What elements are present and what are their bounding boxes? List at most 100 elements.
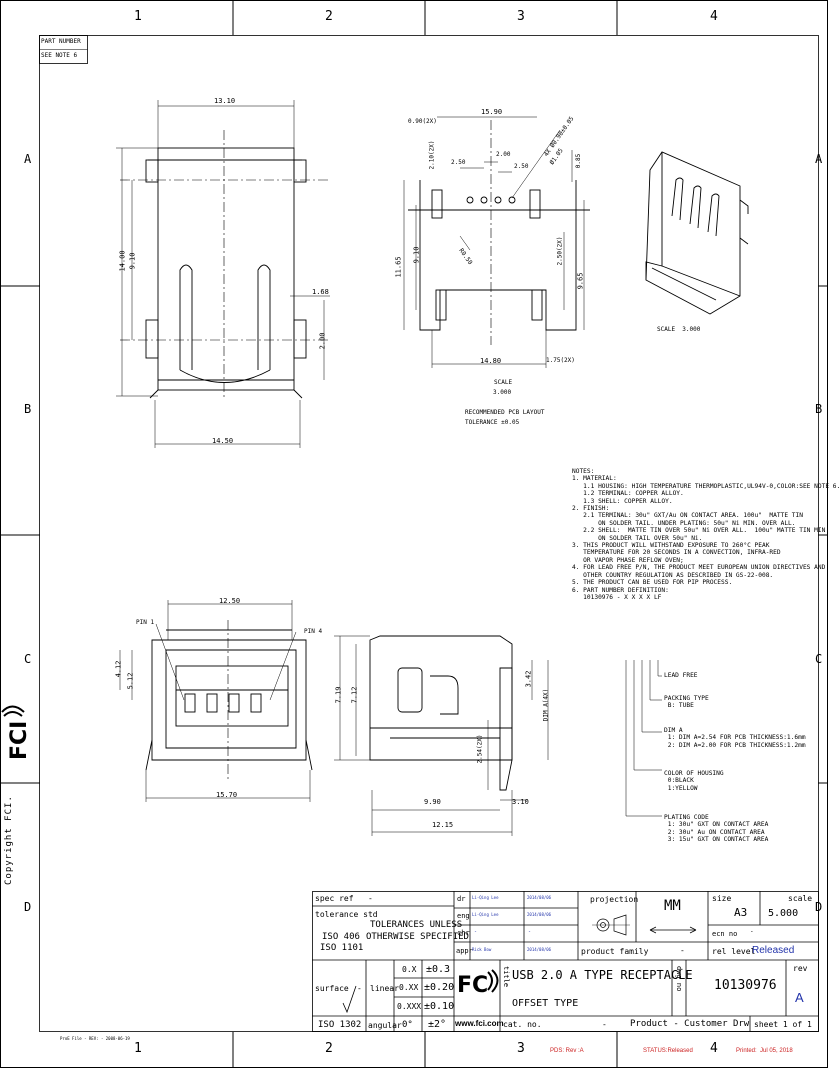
angular-label: angular <box>368 1021 402 1030</box>
dr-label: dr <box>457 895 466 903</box>
dim-side-a: DIM A(4X) <box>542 688 550 722</box>
footer-pds: PDS: Rev :A <box>550 1048 584 1054</box>
pcb-scale-label: SCALE <box>494 379 513 386</box>
dim-side-990: 9.90 <box>424 798 441 806</box>
cat-label: cat. no. <box>503 1020 542 1029</box>
scale-label: scale <box>788 894 813 903</box>
eng-name: Li-Qing Lee <box>472 912 499 917</box>
row-label-d: D <box>24 900 32 914</box>
pin1-label: PIN 1 <box>136 619 155 626</box>
dim-side-1215: 12.15 <box>432 821 454 829</box>
dim-side-310: 3.10 <box>512 798 529 806</box>
product-family-value: - <box>680 946 685 955</box>
tol-x3: 0.XXX <box>397 1002 422 1011</box>
isometric-view-drawing <box>645 151 749 315</box>
row-label-b: B <box>24 402 32 416</box>
footer-status: STATUS:Released <box>643 1048 693 1054</box>
cat-value: - <box>602 1020 607 1029</box>
title-block-grid <box>312 891 819 1032</box>
dwg-number: 10130976 <box>714 978 777 993</box>
surface-label: surface <box>315 984 349 993</box>
sheet-label: sheet 1 of 1 <box>754 1020 812 1029</box>
note-lead-free: LEAD FREE <box>664 672 698 679</box>
dim-pcb-1590: 15.90 <box>481 108 503 116</box>
iso-scale: SCALE 3.000 <box>657 326 701 333</box>
dim-top-tab2: 2.00 <box>318 332 327 350</box>
pcb-caption2: TOLERANCE ±0.05 <box>465 419 520 426</box>
row-label-c: C <box>24 652 32 666</box>
footer-printed: Printed: Jul 05, 2018 <box>736 1048 793 1054</box>
dim-pcb-250b: 2.50 <box>514 163 529 170</box>
dim-pcb-090: 0.90(2X) <box>408 118 437 125</box>
row-label-a: A <box>24 152 32 166</box>
col-label-bottom-1: 1 <box>134 1041 142 1056</box>
dim-top-width: 13.10 <box>214 97 236 105</box>
dim-pcb-085: 0.85 <box>575 153 583 169</box>
row-label-right-c: C <box>815 652 823 666</box>
linear-label: linear <box>370 984 399 993</box>
part-number-leaders <box>625 660 662 817</box>
eng-date: 2014/08/06 <box>527 912 552 917</box>
title-line1: USB 2.0 A TYPE RECEPTACLE <box>512 968 693 982</box>
pcb-scale-value: 3.000 <box>493 389 512 396</box>
dr-name: Li-Qing Lee <box>472 895 499 900</box>
rel-level-label: rel level <box>712 947 756 956</box>
dim-pcb-250c: 2.50(2X) <box>556 236 564 266</box>
surface-value: - <box>357 984 362 993</box>
tol-std-label: tolerance std <box>315 910 378 919</box>
dim-pcb-210: 2.10(2X) <box>428 140 436 170</box>
angular-0: 0° <box>402 1020 413 1030</box>
ecn-label: ecn no <box>712 930 738 938</box>
note-plating: PLATING CODE 1: 30u" GXT ON CONTACT AREA… <box>664 814 769 844</box>
front-view-drawing <box>119 600 313 802</box>
appr-name: Rick Bow <box>472 947 492 952</box>
units-label: MM <box>664 898 681 914</box>
size-label: size <box>712 894 732 903</box>
dim-top-bottom: 14.50 <box>212 437 234 445</box>
pcb-layout-drawing <box>403 116 590 368</box>
dim-pcb-910: 9.10 <box>412 246 421 264</box>
chr-name: - <box>474 929 478 935</box>
ecn-value: - <box>750 928 754 935</box>
col-label-2: 2 <box>325 9 333 24</box>
rev-label: rev <box>793 964 808 973</box>
top-view-drawing <box>116 100 330 448</box>
col-label-bottom-4: 4 <box>710 1041 718 1056</box>
note-packing: PACKING TYPE B: TUBE <box>664 695 709 710</box>
tol-title2: OTHERWISE SPECIFIED <box>366 932 469 942</box>
dim-top-height: 14.00 <box>118 250 127 272</box>
col-label-bottom-2: 2 <box>325 1041 333 1056</box>
note-dim-a: DIM A 1: DIM A=2.54 FOR PCB THICKNESS:1.… <box>664 727 806 749</box>
dim-pcb-1480: 14.80 <box>480 357 502 365</box>
pin4-label: PIN 4 <box>304 628 323 635</box>
dim-pcb-1165: 11.65 <box>394 256 403 278</box>
col-label-bottom-3: 3 <box>517 1041 525 1056</box>
dim-pcb-965: 9.65 <box>576 272 585 290</box>
doc-type: Product - Customer Drw <box>630 1019 750 1029</box>
dim-front-width: 12.50 <box>219 597 241 605</box>
iso1101: ISO 1101 <box>320 943 364 953</box>
product-family-label: product family <box>581 947 649 956</box>
svg-text:FCI: FCI <box>7 721 32 760</box>
fci-logo-vertical: FCI <box>1 705 32 760</box>
see-note-label: SEE NOTE 6 <box>41 52 78 59</box>
rel-level-value: Released <box>752 945 795 956</box>
tol-t3: ±0.10 <box>424 1001 455 1012</box>
svg-text:FC: FC <box>457 973 488 998</box>
title-line2: OFFSET TYPE <box>512 998 579 1009</box>
projection-label: projection <box>590 895 639 904</box>
spec-ref-value: - <box>368 894 373 903</box>
dim-top-tab: 1.68 <box>312 288 329 296</box>
dim-pcb-200: 2.00 <box>496 151 511 158</box>
dwg-label: dwg no <box>675 966 683 992</box>
row-label-right-a: A <box>815 152 823 166</box>
web-address: www.fci.com <box>455 1019 504 1028</box>
footer-left: ProE File - REV: - 2008-06-19 <box>60 1036 130 1041</box>
copyright: Copyright FCI. <box>4 795 14 885</box>
dr-date: 2014/08/06 <box>527 895 552 900</box>
scale-value: 5.000 <box>768 908 799 919</box>
col-label-4: 4 <box>710 9 718 24</box>
tol-t2: ±0.20 <box>424 982 455 993</box>
tol-t1: ±0.3 <box>426 964 451 975</box>
